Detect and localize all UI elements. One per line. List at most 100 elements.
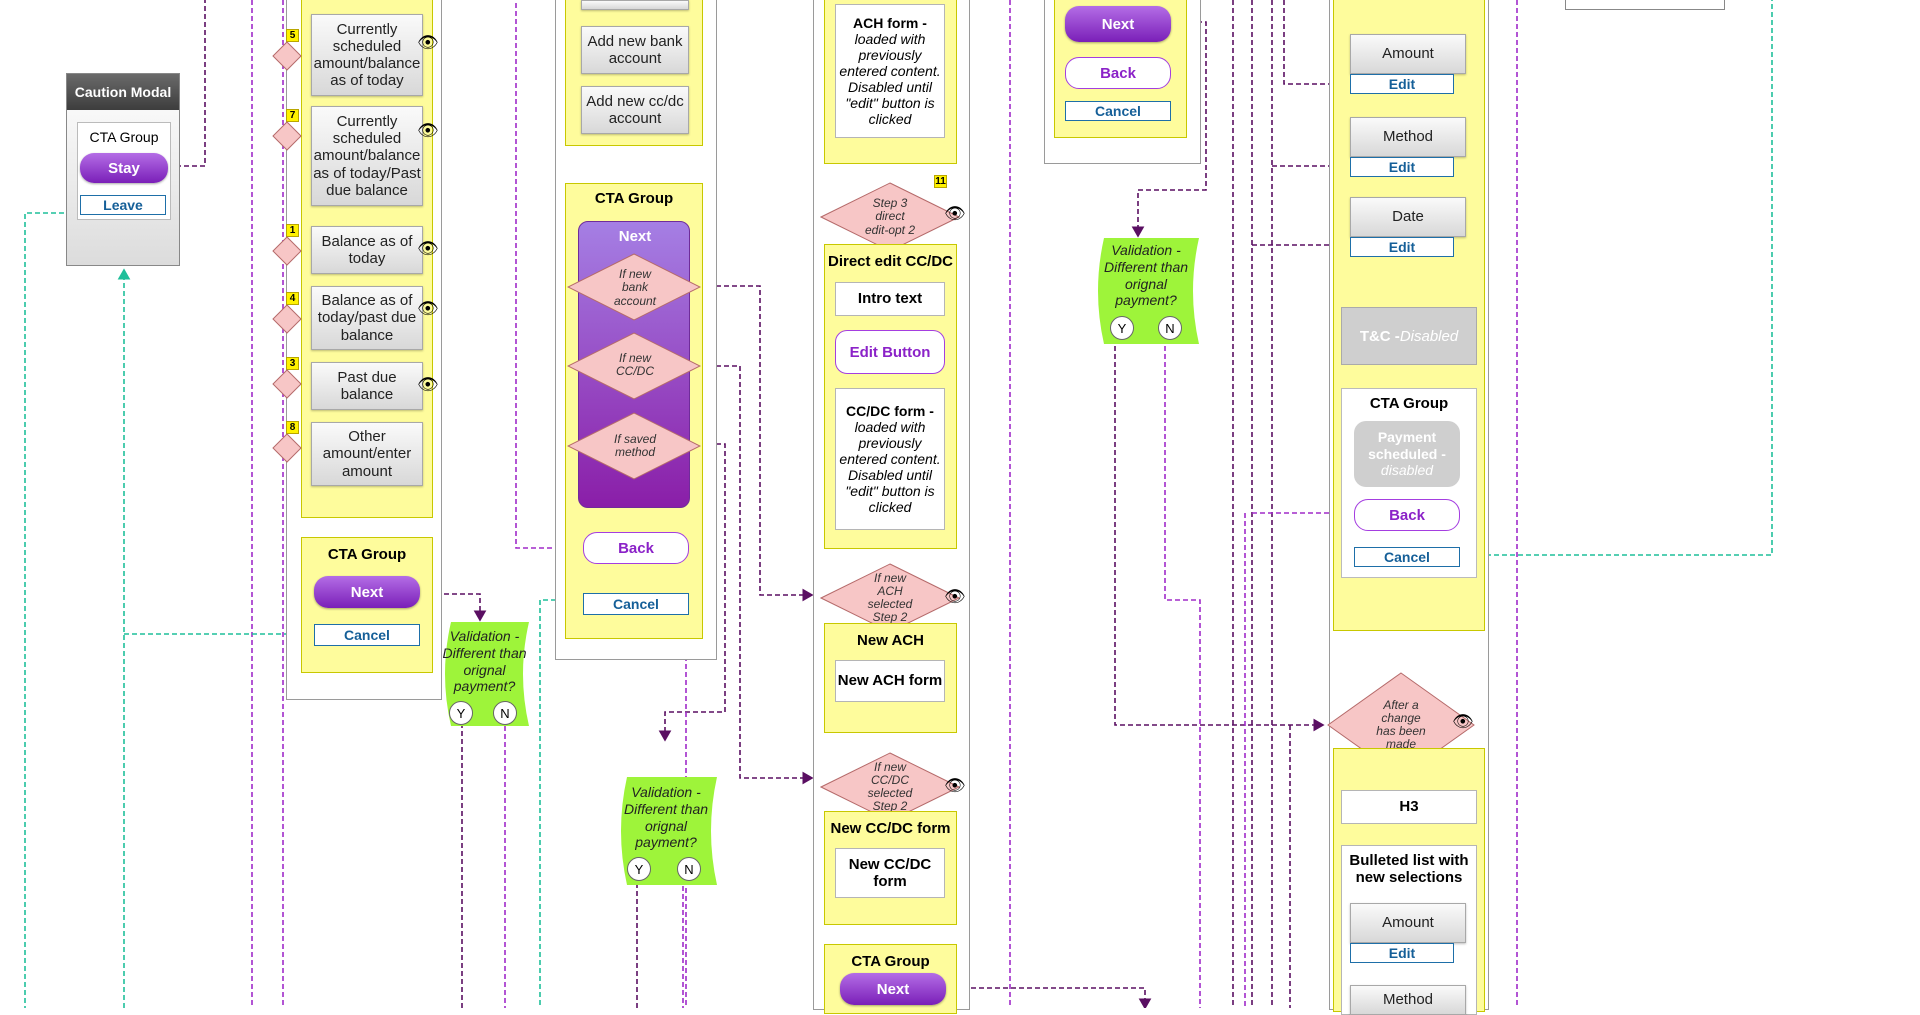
caution-modal: Caution Modal CTA Group Stay Leave bbox=[66, 73, 180, 266]
cta-group-1: CTA Group Next Cancel bbox=[301, 537, 433, 673]
decision-after-change: After a change has been made bbox=[1376, 697, 1426, 752]
validation-label: Validation - Different than orignal paym… bbox=[1096, 242, 1196, 309]
method-field: Method bbox=[1350, 117, 1466, 157]
amount-field: Amount bbox=[1350, 903, 1466, 943]
decision-diamond bbox=[272, 369, 302, 399]
validation-question: Different than orignal payment? bbox=[442, 644, 527, 695]
next-label[interactable]: Next bbox=[618, 228, 652, 245]
h3-heading: H3 bbox=[1341, 790, 1477, 824]
decision-diamond bbox=[567, 253, 701, 321]
eye-icon: 👁 bbox=[417, 33, 439, 52]
eye-icon: 👁 bbox=[1452, 712, 1474, 731]
cancel-button[interactable]: Cancel bbox=[314, 624, 420, 646]
next-button[interactable]: Next bbox=[840, 973, 946, 1005]
ach-form-description: loaded with previously entered content. … bbox=[839, 30, 941, 128]
payment-scheduled-button: Payment scheduled - disabled bbox=[1354, 421, 1460, 487]
add-bank-account-button[interactable]: Add new bank account bbox=[581, 26, 689, 74]
edit-amount-link[interactable]: Edit bbox=[1350, 943, 1454, 963]
eye-icon: 👁 bbox=[417, 239, 439, 258]
badge: 3 bbox=[286, 357, 299, 370]
decision-new-bank: If new bank account bbox=[613, 267, 657, 308]
eye-icon: 👁 bbox=[417, 299, 439, 318]
offscreen-box bbox=[1565, 0, 1725, 10]
back-button[interactable]: Back bbox=[1065, 57, 1171, 89]
decision-new-card: If new CC/DC bbox=[616, 350, 654, 378]
cc-form-title: CC/DC form - bbox=[846, 402, 934, 419]
yes-option[interactable]: Y bbox=[627, 857, 651, 881]
decision-new-ach: If new ACH selected Step 2 bbox=[867, 570, 913, 625]
option-balance-today[interactable]: Balance as of today bbox=[311, 226, 423, 274]
validation-shape bbox=[445, 622, 529, 726]
decision-diamond bbox=[272, 304, 302, 334]
cancel-button[interactable]: Cancel bbox=[1354, 547, 1460, 567]
edit-button[interactable]: Edit Button bbox=[835, 330, 945, 374]
caution-modal-title: Caution Modal bbox=[67, 74, 179, 110]
badge: 4 bbox=[286, 292, 299, 305]
badge: 5 bbox=[286, 29, 299, 42]
method-option[interactable] bbox=[581, 0, 689, 10]
eye-icon: 👁 bbox=[417, 121, 439, 140]
validation-heading: Validation - bbox=[449, 628, 520, 644]
edit-amount-link[interactable]: Edit bbox=[1350, 74, 1454, 94]
option-scheduled-amount[interactable]: Currently scheduled amount/balance as of… bbox=[311, 14, 423, 96]
yes-option[interactable]: Y bbox=[449, 701, 473, 725]
next-button[interactable]: Next bbox=[1065, 6, 1171, 42]
edit-date-link[interactable]: Edit bbox=[1350, 237, 1454, 257]
option-balance-past-due[interactable]: Balance as of today/past due balance bbox=[311, 286, 423, 350]
decision-step3: Step 3 direct edit-opt 2 bbox=[864, 196, 916, 237]
eye-icon: 👁 bbox=[417, 375, 439, 394]
eye-icon: 👁 bbox=[944, 204, 966, 223]
option-other-amount[interactable]: Other amount/enter amount bbox=[311, 422, 423, 486]
decision-diamond bbox=[272, 121, 302, 151]
cta-group-title: CTA Group bbox=[851, 953, 930, 970]
eye-icon: 👁 bbox=[944, 776, 966, 795]
yes-option[interactable]: Y bbox=[1110, 316, 1134, 340]
edit-method-link[interactable]: Edit bbox=[1350, 157, 1454, 177]
option-past-due[interactable]: Past due balance bbox=[311, 362, 423, 410]
option-scheduled-past-due[interactable]: Currently scheduled amount/balance as of… bbox=[311, 106, 423, 206]
stay-button[interactable]: Stay bbox=[80, 153, 168, 183]
date-field: Date bbox=[1350, 197, 1466, 237]
decision-diamond bbox=[272, 433, 302, 463]
tc-label: T&C - bbox=[1359, 327, 1400, 345]
cta-group-label: CTA Group bbox=[89, 129, 159, 145]
cc-form-description: loaded with previously entered content. … bbox=[839, 418, 941, 516]
cta-group-title: CTA Group bbox=[1369, 395, 1449, 412]
validation-label: Validation - Different than orignal paym… bbox=[442, 628, 527, 695]
no-option[interactable]: N bbox=[1158, 316, 1182, 340]
ach-form-box: ACH form - loaded with previously entere… bbox=[835, 4, 945, 138]
next-button[interactable]: Next bbox=[314, 576, 420, 608]
back-button[interactable]: Back bbox=[583, 532, 689, 564]
new-ach-title: New ACH bbox=[857, 632, 924, 649]
validation-heading: Validation - bbox=[1111, 242, 1181, 258]
cc-form-box: CC/DC form - loaded with previously ente… bbox=[835, 388, 945, 530]
terms-conditions-disabled: T&C - Disabled bbox=[1341, 307, 1477, 365]
new-cc-form: New CC/DC form bbox=[835, 848, 945, 898]
cancel-button[interactable]: Cancel bbox=[1065, 101, 1171, 121]
badge: 11 bbox=[934, 175, 947, 188]
back-button[interactable]: Back bbox=[1354, 499, 1460, 531]
intro-text: Intro text bbox=[835, 282, 945, 316]
payment-scheduled-label: Payment scheduled - bbox=[1368, 428, 1446, 462]
cta-group-title: CTA Group bbox=[594, 190, 674, 207]
direct-edit-title: Direct edit CC/DC bbox=[827, 253, 954, 270]
method-field: Method bbox=[1350, 985, 1466, 1015]
badge: 1 bbox=[286, 224, 299, 237]
no-option[interactable]: N bbox=[493, 701, 517, 725]
leave-button[interactable]: Leave bbox=[80, 195, 166, 215]
decision-diamond bbox=[272, 236, 302, 266]
ach-form-title: ACH form - bbox=[853, 14, 927, 31]
eye-icon: 👁 bbox=[944, 587, 966, 606]
decision-diamond bbox=[272, 41, 302, 71]
no-option[interactable]: N bbox=[677, 857, 701, 881]
decision-saved-method: If saved method bbox=[613, 431, 657, 459]
decision-new-cc: If new CC/DC selected Step 2 bbox=[867, 759, 913, 814]
caution-cta-group: CTA Group Stay Leave bbox=[77, 122, 171, 220]
badge: 8 bbox=[286, 421, 299, 434]
add-card-account-button[interactable]: Add new cc/dc account bbox=[581, 86, 689, 134]
validation-question: Different than orignal payment? bbox=[623, 800, 709, 851]
cancel-button[interactable]: Cancel bbox=[583, 593, 689, 615]
cta-group-title: CTA Group bbox=[327, 546, 407, 563]
payment-scheduled-status: disabled bbox=[1380, 462, 1434, 479]
new-ach-form: New ACH form bbox=[835, 660, 945, 702]
